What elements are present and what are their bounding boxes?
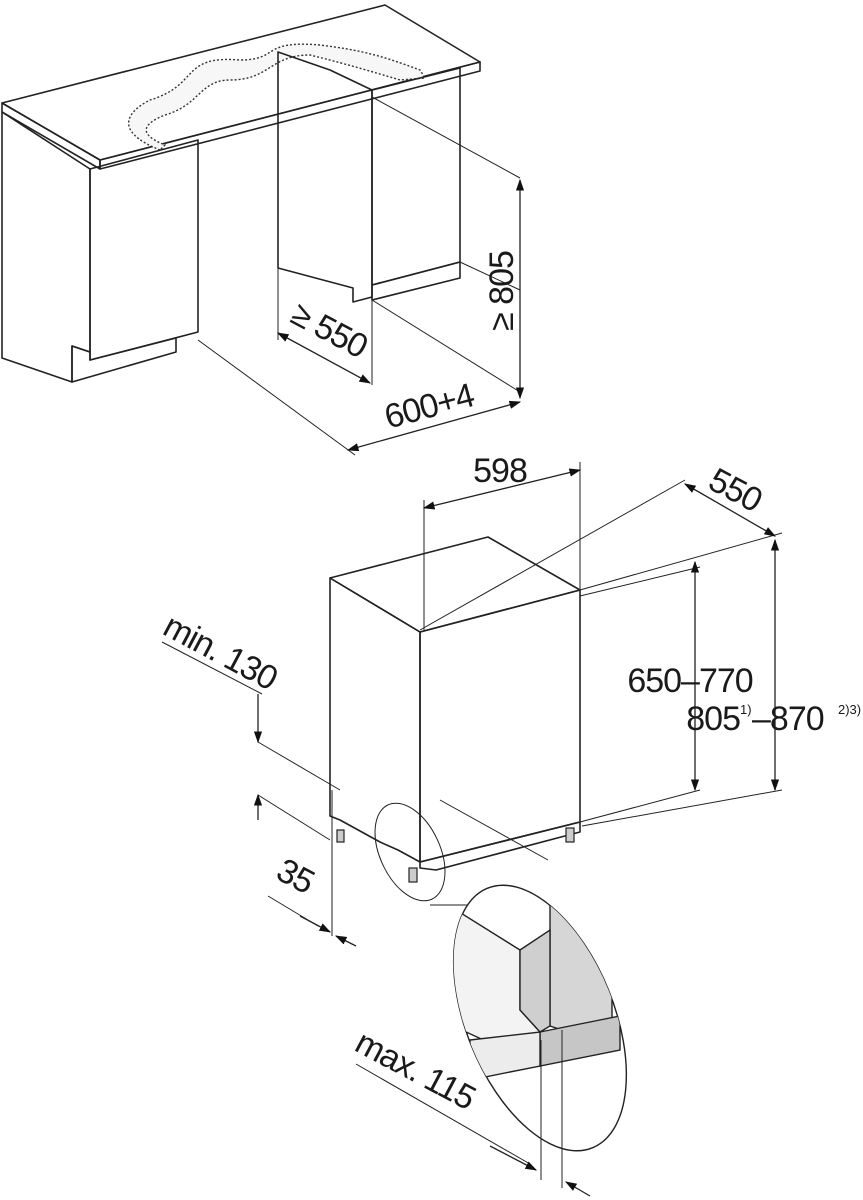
right-cabinet-side xyxy=(277,51,373,303)
appliance-depth-label: 550 xyxy=(703,461,768,520)
left-cabinet-side xyxy=(1,111,91,383)
overall-height-from: 805 xyxy=(686,700,740,738)
detail-max-label: max. 115 xyxy=(349,1023,481,1117)
door-offset-label: 35 xyxy=(270,851,320,901)
worktop-cutout xyxy=(127,43,427,151)
niche-depth-label: ≥ 550 xyxy=(285,295,373,366)
appliance-door xyxy=(419,589,581,863)
niche-width-dim-line xyxy=(346,400,522,452)
right-cabinet-front xyxy=(371,67,461,286)
appliance-top xyxy=(329,536,581,633)
appliance-plinth xyxy=(419,821,581,871)
detail-marker-circle xyxy=(374,802,446,902)
overall-height-to-note: 2)3) xyxy=(838,702,861,717)
appliance-width-label: 598 xyxy=(473,452,527,490)
door-height-label: 650–770 xyxy=(627,662,752,700)
left-cabinet-front xyxy=(89,139,199,361)
detail-view: max. 115 xyxy=(349,799,628,1197)
appliance-depth-dim-line xyxy=(683,483,777,537)
niche-illustration: ≥ 805 ≥ 550 600+4 xyxy=(1,4,525,456)
foot-back-left xyxy=(336,829,345,843)
foot-front-left xyxy=(408,867,418,883)
appliance-illustration: 598 550 650–770 805 1) –870 2)3) min. 13… xyxy=(157,452,861,947)
worktop-front-edge xyxy=(1,102,101,170)
foot-front-right xyxy=(565,827,575,843)
appliance-width-dim-line xyxy=(422,468,582,510)
niche-depth-dim-line xyxy=(276,332,372,384)
niche-height-label: ≥ 805 xyxy=(483,251,521,331)
detail-door xyxy=(549,860,613,1031)
worktop-top xyxy=(1,4,481,161)
overall-height-from-note: 1) xyxy=(740,702,752,717)
appliance-side xyxy=(329,577,421,863)
plinth-height-label: min. 130 xyxy=(157,607,283,698)
overall-height-to: –870 xyxy=(752,700,824,738)
